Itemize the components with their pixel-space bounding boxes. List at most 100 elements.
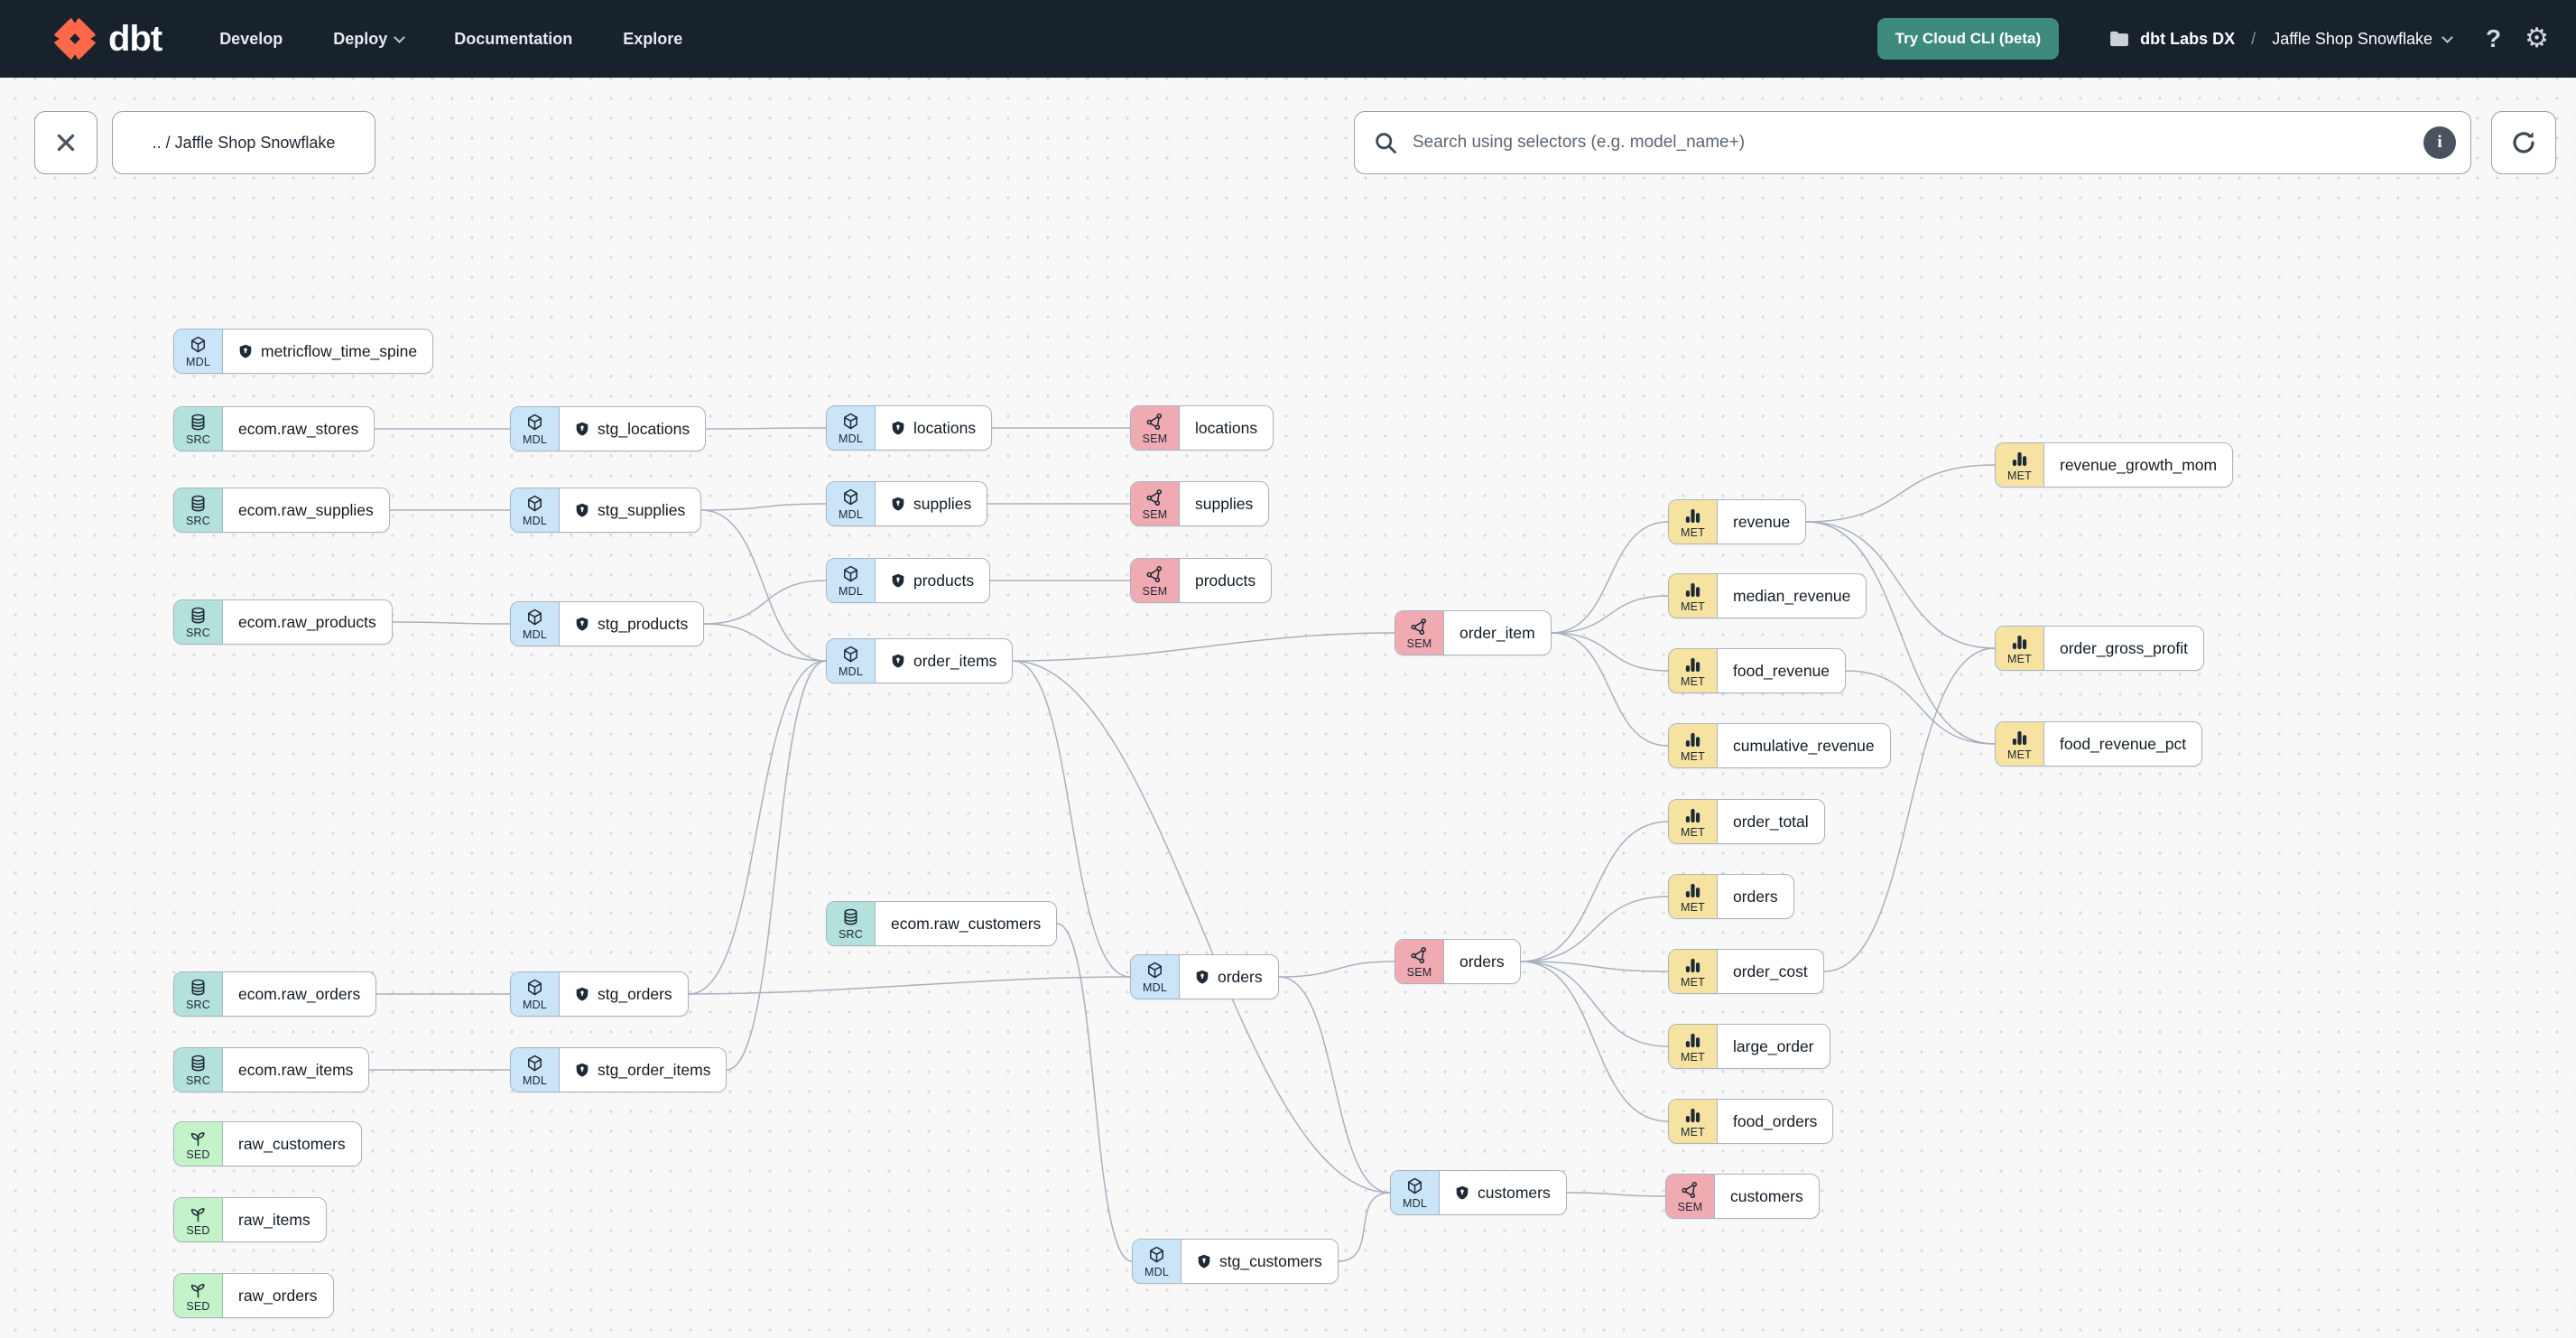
semantic-graph-icon: SEM: [1395, 940, 1444, 983]
node-type-label: MDL: [523, 514, 547, 527]
node-label: supplies: [913, 494, 972, 513]
graph-node-raw_orders[interactable]: SED raw_orders: [173, 1273, 334, 1318]
nav-item-deploy[interactable]: Deploy: [333, 30, 406, 49]
node-label: cumulative_revenue: [1733, 736, 1875, 755]
node-label: ecom.raw_stores: [238, 419, 359, 438]
refresh-button[interactable]: [2491, 111, 2556, 174]
database-icon: SRC: [174, 1048, 223, 1092]
breadcrumb[interactable]: .. / Jaffle Shop Snowflake: [112, 111, 375, 174]
dbt-logo-icon: [52, 16, 97, 61]
help-icon[interactable]: ?: [2485, 24, 2502, 52]
graph-node-products[interactable]: SEM products: [1130, 558, 1273, 603]
graph-node-revenue_growth_mom[interactable]: MET revenue_growth_mom: [1995, 442, 2234, 488]
gear-icon[interactable]: ⚙: [2525, 23, 2549, 53]
shield-icon: [575, 422, 589, 437]
node-label: ecom.raw_orders: [238, 984, 361, 1003]
nav-item-explore[interactable]: Explore: [623, 29, 683, 48]
node-label: orders: [1218, 967, 1263, 986]
node-label: products: [1195, 571, 1256, 590]
search-input[interactable]: [1411, 132, 2423, 153]
graph-node-stg_products[interactable]: MDL stg_products: [510, 601, 705, 646]
bar-chart-icon: MET: [1669, 574, 1718, 618]
node-label: ecom.raw_products: [238, 612, 376, 631]
node-type-label: SEM: [1142, 432, 1168, 445]
nav-item-documentation[interactable]: Documentation: [454, 29, 573, 48]
graph-node-stg_supplies[interactable]: MDL stg_supplies: [510, 488, 702, 533]
node-label: locations: [1195, 418, 1258, 437]
node-label: metricflow_time_spine: [261, 341, 418, 360]
graph-node-stg_customers[interactable]: MDL stg_customers: [1132, 1239, 1339, 1284]
cube-icon: MDL: [827, 482, 876, 525]
graph-node-supplies[interactable]: MDL supplies: [826, 481, 988, 526]
node-type-label: MET: [2007, 469, 2032, 482]
chevron-down-icon: [2442, 31, 2453, 43]
graph-node-locations[interactable]: SEM locations: [1130, 405, 1274, 451]
shield-icon: [891, 421, 905, 436]
close-button[interactable]: [34, 111, 97, 174]
node-label: revenue_growth_mom: [2060, 455, 2218, 474]
nav-icons: ? ⚙: [2486, 24, 2549, 53]
node-label: stg_supplies: [598, 500, 686, 519]
node-label: raw_orders: [238, 1286, 318, 1305]
bar-chart-icon: MET: [1996, 627, 2044, 670]
graph-node-cumulative_revenue[interactable]: MET cumulative_revenue: [1668, 723, 1891, 768]
node-type-label: MDL: [839, 664, 863, 678]
node-type-label: SED: [186, 1299, 210, 1313]
dbt-logo[interactable]: dbt: [51, 16, 162, 61]
node-label: order_gross_profit: [2060, 638, 2189, 657]
node-type-label: MDL: [523, 627, 547, 641]
node-type-label: MET: [1681, 749, 1705, 763]
node-type-label: SEM: [1142, 584, 1168, 598]
info-icon[interactable]: i: [2423, 126, 2456, 159]
node-type-label: MDL: [1403, 1196, 1427, 1210]
graph-node-order_gross_profit[interactable]: MET order_gross_profit: [1995, 626, 2205, 671]
nav-item-develop[interactable]: Develop: [219, 29, 283, 48]
account-switcher[interactable]: dbt Labs DX / Jaffle Shop Snowflake: [2109, 29, 2453, 49]
cube-icon: MDL: [511, 488, 560, 532]
node-type-label: MDL: [523, 998, 547, 1011]
cube-icon: MDL: [1391, 1171, 1440, 1214]
node-type-label: MDL: [839, 432, 863, 445]
node-label: revenue: [1733, 512, 1791, 531]
bar-chart-icon: MET: [1996, 722, 2044, 766]
graph-node-ecom.raw_items[interactable]: SRC ecom.raw_items: [173, 1047, 370, 1092]
node-label: stg_products: [598, 614, 689, 633]
cube-icon: MDL: [1133, 1240, 1181, 1283]
selector-search: i: [1354, 111, 2471, 174]
node-label: ecom.raw_supplies: [238, 500, 374, 519]
try-cloud-cli-button[interactable]: Try Cloud CLI (beta): [1876, 18, 2060, 60]
breadcrumb-separator: /: [2251, 29, 2256, 48]
node-label: ecom.raw_items: [238, 1060, 354, 1079]
node-label: stg_customers: [1219, 1251, 1322, 1270]
